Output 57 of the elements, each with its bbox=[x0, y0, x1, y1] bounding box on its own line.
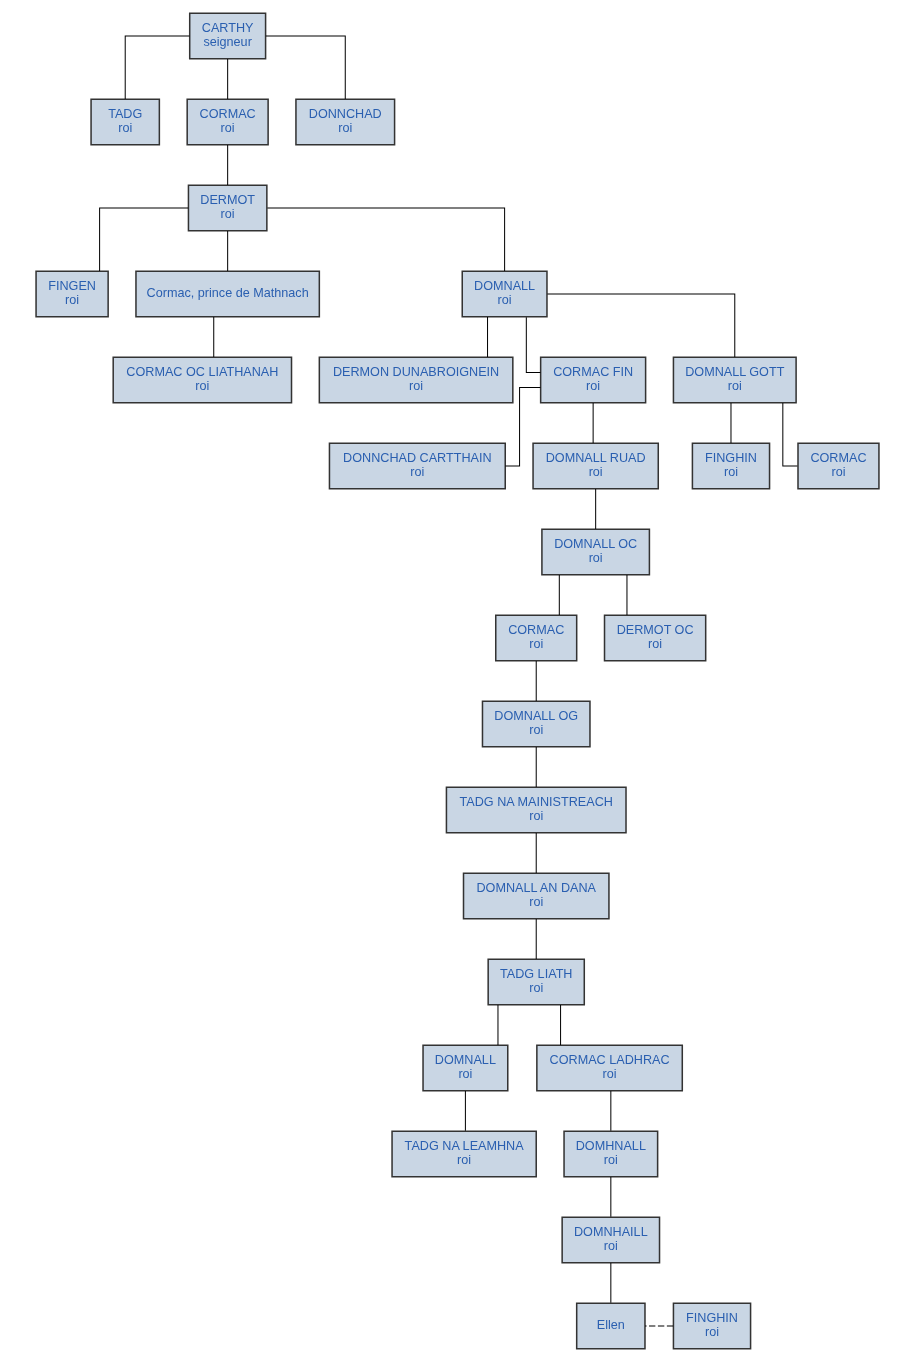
node-box: DOMNALL OC roi bbox=[541, 528, 651, 576]
node-box: CARTHY seigneur bbox=[188, 12, 267, 60]
connector bbox=[227, 144, 229, 186]
node-box: FINGHIN roi bbox=[672, 1302, 752, 1350]
node-box: CORMAC LADHRAC roi bbox=[536, 1044, 684, 1092]
connector bbox=[265, 35, 346, 100]
node-box: CORMAC FIN roi bbox=[539, 356, 647, 404]
connector bbox=[610, 1262, 612, 1304]
connector bbox=[535, 660, 537, 702]
connector bbox=[546, 293, 736, 358]
node-box: CORMAC OC LIATHANAH roi bbox=[112, 356, 293, 404]
node-box: DONNCHAD CARTTHAIN roi bbox=[328, 442, 506, 490]
connector bbox=[227, 58, 229, 100]
node-box: DOMNALL RUAD roi bbox=[532, 442, 659, 490]
node-box: FINGHIN roi bbox=[691, 442, 771, 490]
node-box: CORMAC roi bbox=[495, 614, 578, 662]
node-box: DOMNALL AN DANA roi bbox=[462, 872, 610, 920]
connector bbox=[610, 1176, 612, 1218]
node-box: CORMAC roi bbox=[797, 442, 880, 490]
node-box: DERMON DUNABROIGNEIN roi bbox=[318, 356, 514, 404]
node-box: DOMNALL OG roi bbox=[481, 700, 591, 748]
connector bbox=[497, 1004, 499, 1046]
connector bbox=[595, 488, 597, 530]
connector bbox=[213, 316, 215, 358]
node-box: DOMNALL roi bbox=[422, 1044, 509, 1092]
node-box: DOMNHAILL roi bbox=[561, 1216, 661, 1264]
node-box: CORMAC roi bbox=[186, 98, 269, 146]
connector bbox=[227, 230, 229, 272]
node-box: FINGEN roi bbox=[35, 270, 109, 318]
node-box: TADG roi bbox=[90, 98, 161, 146]
node-box: DERMOT roi bbox=[187, 184, 268, 232]
connector bbox=[644, 1325, 674, 1327]
node-box: DOMNALL GOTT roi bbox=[672, 356, 797, 404]
connector bbox=[487, 316, 489, 358]
node-box: DONNCHAD roi bbox=[295, 98, 396, 146]
connector bbox=[592, 402, 594, 444]
connector bbox=[535, 746, 537, 788]
node-box: Cormac, prince de Mathnach bbox=[135, 270, 321, 318]
connector bbox=[525, 316, 541, 373]
connector bbox=[266, 207, 506, 272]
connector bbox=[610, 1090, 612, 1132]
connector bbox=[535, 918, 537, 960]
node-box: TADG NA LEAMHNA roi bbox=[391, 1130, 537, 1178]
node-box: Ellen bbox=[575, 1302, 646, 1350]
connector bbox=[560, 1004, 562, 1046]
connector bbox=[535, 832, 537, 874]
node-box: TADG LIATH roi bbox=[487, 958, 586, 1006]
connector bbox=[124, 35, 190, 100]
connector bbox=[558, 574, 560, 616]
node-box: TADG NA MAINISTREACH roi bbox=[445, 786, 627, 834]
node-box: DERMOT OC roi bbox=[603, 614, 707, 662]
connector bbox=[464, 1090, 466, 1132]
node-box: DOMNALL roi bbox=[461, 270, 548, 318]
connector bbox=[626, 574, 628, 616]
node-box: DOMHNALL roi bbox=[563, 1130, 659, 1178]
connector bbox=[730, 402, 732, 444]
connector bbox=[99, 207, 189, 272]
